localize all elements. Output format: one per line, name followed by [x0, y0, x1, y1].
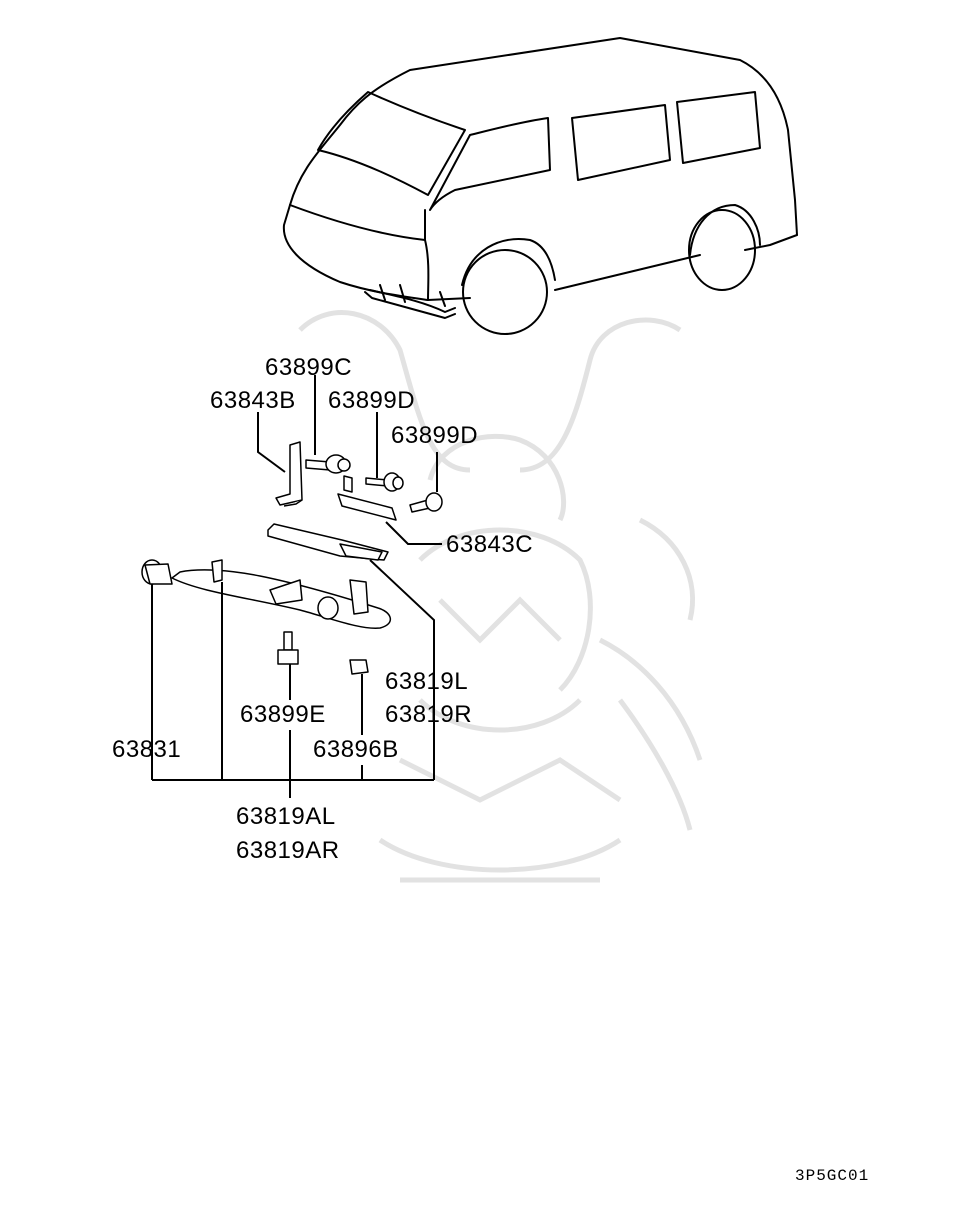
label-63899C: 63899C — [265, 354, 352, 381]
label-63819R: 63819R — [385, 701, 472, 728]
leader-lines — [151, 375, 442, 798]
nut-63896B — [349, 659, 369, 675]
label-63899E: 63899E — [240, 701, 326, 728]
plate-63819L-R — [267, 523, 389, 561]
figure-code: 3P5GC01 — [795, 1167, 869, 1185]
label-63843B: 63843B — [210, 387, 296, 414]
label-63819L: 63819L — [385, 668, 468, 695]
label-63843C: 63843C — [446, 531, 533, 558]
bolt-63899D-a — [365, 472, 404, 492]
label-63819AL: 63819AL — [236, 803, 336, 830]
label-63896B: 63896B — [313, 736, 399, 763]
guard-tube — [141, 559, 391, 629]
bracket-63843B — [275, 441, 303, 507]
label-63831: 63831 — [112, 736, 181, 763]
van-illustration — [282, 37, 798, 335]
label-63819AR: 63819AR — [236, 837, 340, 864]
bolt-63899C — [305, 454, 351, 474]
watermark-emblem — [298, 310, 703, 883]
label-63899D-b: 63899D — [391, 422, 478, 449]
bolt-63899E — [277, 631, 299, 665]
plate-63843C — [337, 475, 397, 521]
label-63899D-a: 63899D — [328, 387, 415, 414]
bolt-63899D-b — [409, 492, 443, 513]
